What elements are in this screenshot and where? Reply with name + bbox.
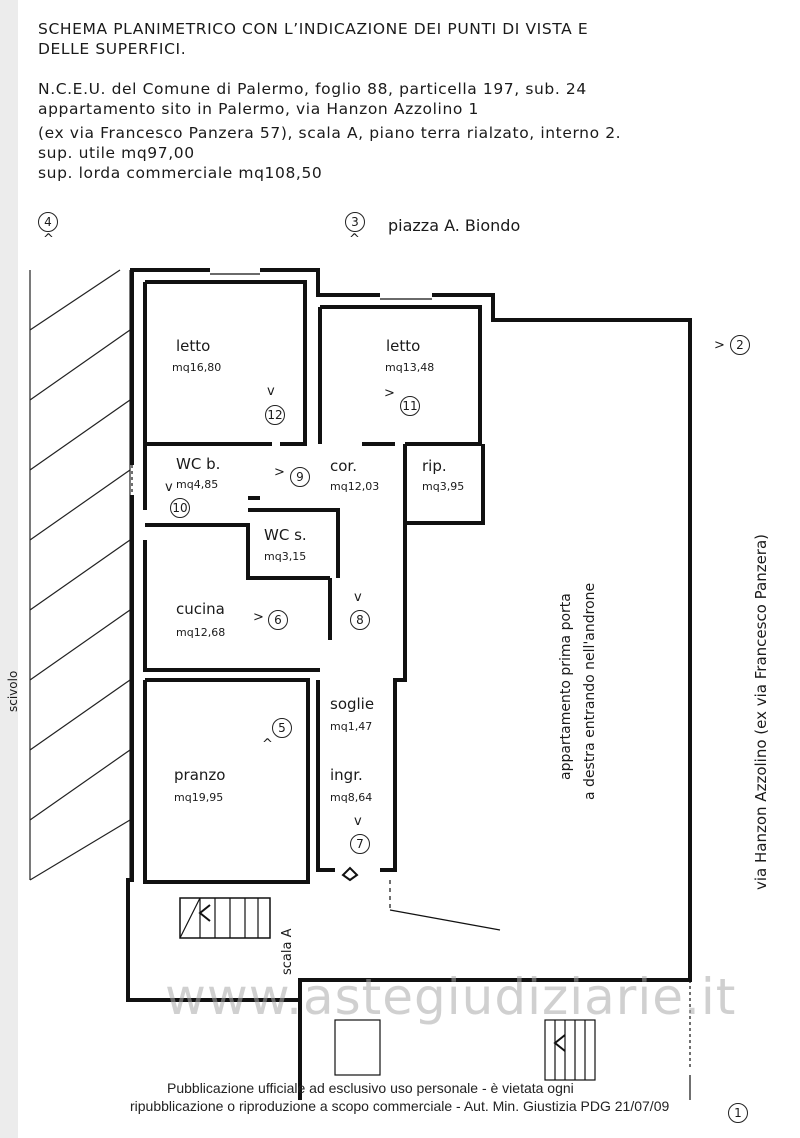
room-name-bedroom-2: letto xyxy=(386,337,421,355)
address-detail-line: (ex via Francesco Panzera 57), scala A, … xyxy=(38,124,622,142)
room-area-corridor: mq12,03 xyxy=(330,480,380,493)
room-area-entrance: mq8,64 xyxy=(330,791,373,804)
room-name-wc-s: WC s. xyxy=(264,526,307,544)
viewpoint-arrow: v xyxy=(267,384,275,399)
footer-notice-line-2: ripubblicazione o riproduzione a scopo c… xyxy=(130,1098,670,1114)
room-area-bedroom-1: mq16,80 xyxy=(172,361,222,374)
room-name-bedroom-1: letto xyxy=(176,337,211,355)
footer-notice-line-1: Pubblicazione ufficiale ad esclusivo uso… xyxy=(167,1080,574,1096)
plan-title-line-2: DELLE SUPERFICI. xyxy=(38,40,187,58)
room-name-thresholds: soglie xyxy=(330,695,375,713)
plan-title-line-1: SCHEMA PLANIMETRICO CON L’INDICAZIONE DE… xyxy=(38,20,589,38)
viewpoint-10-marker: 10 xyxy=(170,498,190,518)
viewpoint-4-marker: 4 xyxy=(38,212,58,232)
viewpoint-arrow: > xyxy=(384,386,395,401)
room-name-kitchen: cucina xyxy=(176,600,225,618)
viewpoint-3-marker: 3 xyxy=(345,212,365,232)
room-area-dining: mq19,95 xyxy=(174,791,224,804)
address-line: appartamento sito in Palermo, via Hanzon… xyxy=(38,100,479,118)
viewpoint-arrow: > xyxy=(253,610,264,625)
room-area-wc-s: mq3,15 xyxy=(264,550,307,563)
viewpoint-arrow: ^ xyxy=(349,232,360,247)
room-area-wc-b: mq4,85 xyxy=(176,478,219,491)
room-name-dining: pranzo xyxy=(174,766,226,784)
viewpoint-6-marker: 6 xyxy=(268,610,288,630)
cadastral-reference: N.C.E.U. del Comune di Palermo, foglio 8… xyxy=(38,80,587,98)
apartment-walls xyxy=(126,268,692,1100)
viewpoint-arrow: v xyxy=(354,590,362,605)
neighbor-label-2: a destra entrando nell'androne xyxy=(582,582,598,800)
room-area-kitchen: mq12,68 xyxy=(176,626,226,639)
room-name-storage: rip. xyxy=(422,457,447,475)
viewpoint-5-marker: 5 xyxy=(272,718,292,738)
room-name-wc-b: WC b. xyxy=(176,455,221,473)
viewpoint-7-marker: 7 xyxy=(350,834,370,854)
viewpoint-12-marker: 12 xyxy=(265,405,285,425)
viewpoint-arrow: ^ xyxy=(262,737,273,752)
viewpoint-8-marker: 8 xyxy=(350,610,370,630)
room-name-corridor: cor. xyxy=(330,457,357,475)
viewpoint-arrow: ^ xyxy=(43,232,54,247)
ramp-label: scivolo xyxy=(6,670,20,712)
viewpoint-1-marker: 1 xyxy=(728,1103,748,1123)
viewpoint-arrow: > xyxy=(714,338,725,353)
viewpoint-2-marker: 2 xyxy=(730,335,750,355)
room-area-thresholds: mq1,47 xyxy=(330,720,373,733)
viewpoint-9-marker: 9 xyxy=(290,467,310,487)
room-name-entrance: ingr. xyxy=(330,766,363,784)
viewpoint-arrow: > xyxy=(274,465,285,480)
viewpoint-arrow: v xyxy=(165,480,173,495)
ramp-hatching xyxy=(29,269,131,881)
viewpoint-11-marker: 11 xyxy=(400,396,420,416)
gross-area: sup. lorda commerciale mq108,50 xyxy=(38,164,323,182)
room-area-storage: mq3,95 xyxy=(422,480,465,493)
street-right-label: via Hanzon Azzolino (ex via Francesco Pa… xyxy=(752,533,770,890)
usable-area: sup. utile mq97,00 xyxy=(38,144,195,162)
room-area-bedroom-2: mq13,48 xyxy=(385,361,435,374)
watermark: www.astegiudiziarie.it xyxy=(165,968,737,1026)
street-top-label: piazza A. Biondo xyxy=(388,216,521,235)
neighbor-label-1: appartamento prima porta xyxy=(558,593,574,780)
viewpoint-arrow: v xyxy=(354,814,362,829)
